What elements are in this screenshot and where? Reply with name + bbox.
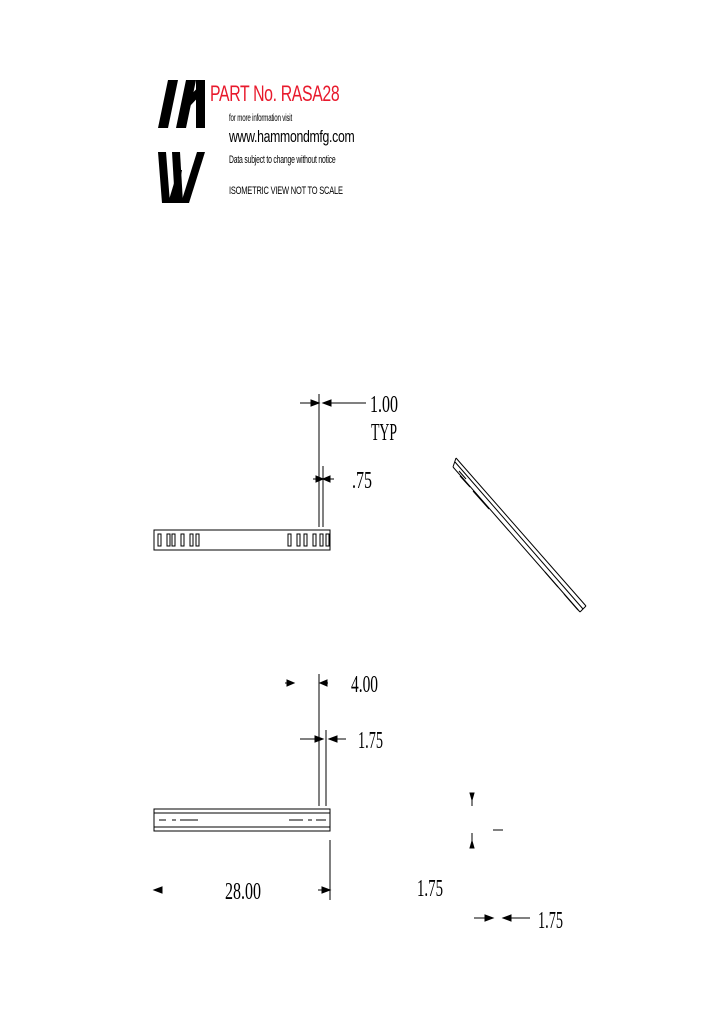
top-view-bar [153, 529, 331, 551]
dim-slot-width-label: .75 [352, 468, 372, 494]
hammond-logo [158, 80, 205, 203]
dim-width [474, 914, 530, 922]
dim-width-label: 1.75 [538, 908, 563, 934]
side-view-bar [153, 808, 331, 832]
dim-slot-offset [300, 730, 346, 806]
part-number: PART No. RASA28 [210, 81, 340, 106]
view-note: ISOMETRIC VIEW NOT TO SCALE [229, 185, 343, 197]
isometric-view [452, 457, 587, 613]
end-view [469, 792, 503, 849]
dim-slot-pitch [300, 394, 366, 527]
info-label: for more information visit [229, 113, 293, 124]
dim-slot-offset-label: 1.75 [358, 728, 383, 754]
dim-length [152, 840, 332, 900]
dim-end-offset-label: 4.00 [351, 672, 378, 698]
dim-length-label: 28.00 [225, 879, 261, 905]
dim-slot-pitch-note: TYP [371, 420, 397, 446]
dim-slot-width [313, 466, 334, 527]
disclaimer: Data subject to change without notice [229, 154, 336, 166]
dim-slot-pitch-label: 1.00 [370, 392, 398, 418]
dim-height-label: 1.75 [417, 876, 443, 902]
website-link[interactable]: www.hammondmfg.com [229, 127, 355, 146]
